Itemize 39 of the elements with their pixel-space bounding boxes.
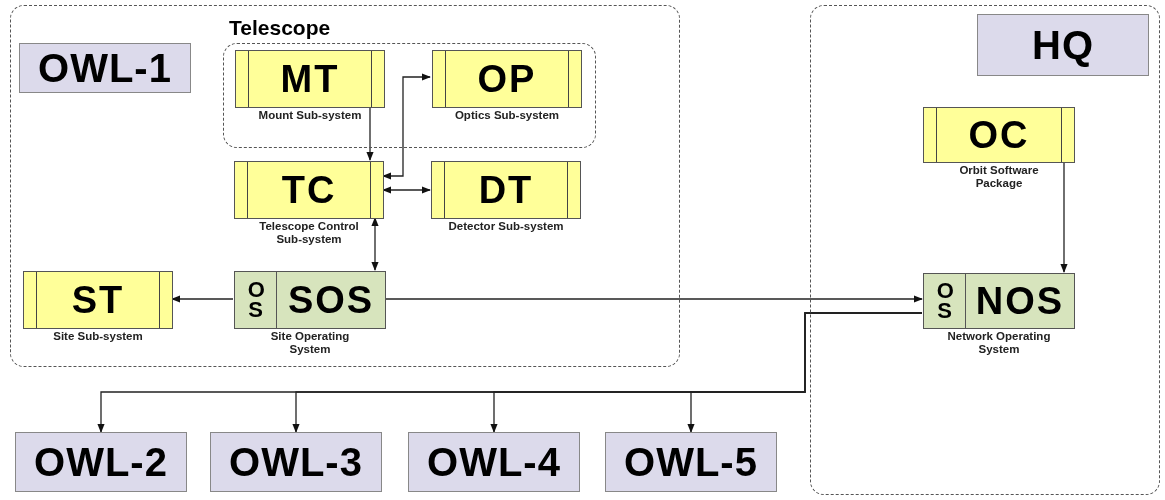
node-code: OWL-1: [37, 44, 173, 92]
side-label: OS: [936, 281, 953, 321]
node-code: OP: [476, 56, 538, 102]
group-frame: [10, 5, 680, 367]
site-box: [15, 432, 187, 492]
node-code: OWL-2: [33, 438, 169, 486]
node-code: OWL-5: [623, 438, 759, 486]
arrow: [371, 217, 379, 271]
node-caption: Mount Sub-system: [257, 109, 363, 122]
node-code: NOS: [974, 278, 1066, 324]
site-box: [408, 432, 580, 492]
arrow: [1060, 161, 1068, 273]
arrow: [382, 73, 431, 180]
node-code: ST: [70, 277, 126, 323]
node-caption: Network Operating System: [946, 330, 1052, 356]
node-caption: Telescope Control Sub-system: [258, 220, 360, 246]
node-code: MT: [279, 56, 341, 102]
site-box: [210, 432, 382, 492]
node-caption: Optics Sub-system: [453, 109, 561, 122]
site-box: [605, 432, 777, 492]
site-box: [19, 43, 191, 93]
node-code: TC: [280, 167, 338, 213]
group-frame: [810, 5, 1160, 495]
node-caption: Orbit Software Package: [958, 164, 1040, 190]
node-code: OWL-3: [228, 438, 364, 486]
side-label: OS: [247, 280, 264, 320]
node-code: OC: [967, 112, 1031, 158]
node-code: HQ: [1031, 21, 1095, 69]
arrow: [171, 295, 234, 303]
site-box: [977, 14, 1149, 76]
node-code: DT: [477, 167, 535, 213]
arrow: [384, 295, 923, 303]
node-code: OWL-4: [426, 438, 562, 486]
node-caption: Detector Sub-system: [447, 220, 565, 233]
arrow: [382, 186, 431, 194]
node-code: SOS: [286, 277, 376, 323]
node-caption: Site Operating System: [269, 330, 351, 356]
node-caption: Site Sub-system: [52, 330, 144, 343]
group-heading: Telescope: [229, 16, 331, 40]
